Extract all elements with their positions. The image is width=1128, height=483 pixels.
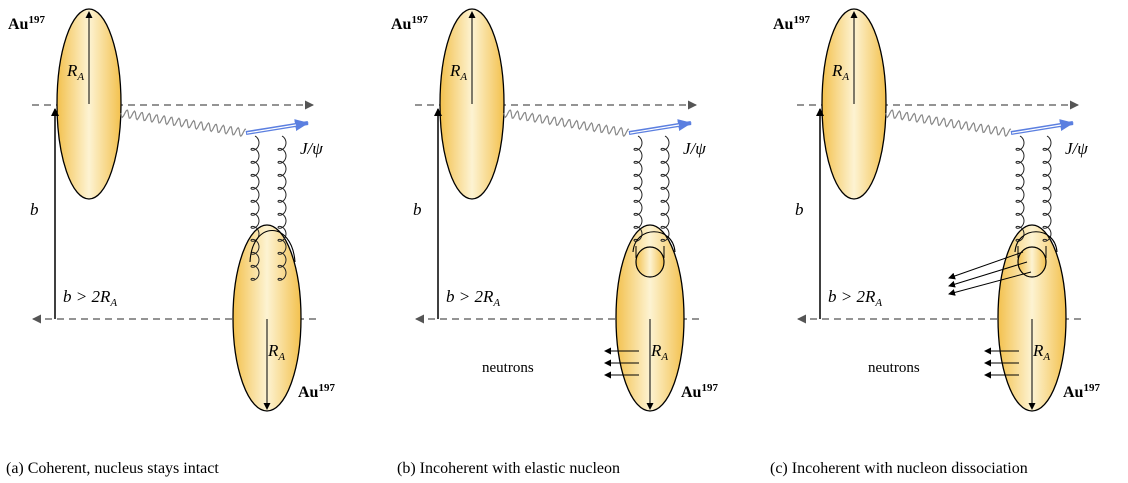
upper-nucleus-label: Au197 bbox=[773, 14, 810, 33]
dissociation-arrow-1 bbox=[948, 261, 1028, 288]
meson-label: J/ψ bbox=[1065, 139, 1088, 158]
gluon-loop bbox=[632, 231, 676, 253]
meson-label: J/ψ bbox=[683, 139, 706, 158]
photon-line bbox=[885, 109, 1012, 138]
panel-caption: (c) Incoherent with nucleon dissociation bbox=[770, 460, 1028, 477]
impact-parameter-label: b bbox=[795, 200, 804, 219]
upper-radius-label: RA bbox=[449, 61, 467, 83]
panel-caption: (b) Incoherent with elastic nucleon bbox=[397, 460, 620, 477]
dissociation-arrow-2 bbox=[948, 271, 1032, 296]
upper-nucleus-label: Au197 bbox=[8, 14, 45, 33]
neutrons-label: neutrons bbox=[868, 360, 920, 376]
meson-label: J/ψ bbox=[300, 139, 323, 158]
panel-caption: (a) Coherent, nucleus stays intact bbox=[6, 460, 219, 477]
lower-radius-label: RA bbox=[267, 341, 285, 363]
photon-line bbox=[503, 109, 630, 138]
lower-nucleus bbox=[615, 224, 685, 412]
impact-condition-label: b > 2RA bbox=[828, 287, 882, 309]
gluon-left bbox=[250, 135, 260, 281]
meson-arrow-inner bbox=[629, 124, 680, 134]
neutrons-label: neutrons bbox=[482, 360, 534, 376]
photon-line bbox=[120, 109, 247, 138]
lower-radius-label: RA bbox=[1032, 341, 1050, 363]
upper-radius-label: RA bbox=[831, 61, 849, 83]
lower-radius-label: RA bbox=[650, 341, 668, 363]
lower-nucleus-label: Au197 bbox=[1063, 382, 1100, 401]
meson-arrow-inner bbox=[1011, 124, 1062, 134]
impact-condition-label: b > 2RA bbox=[63, 287, 117, 309]
gluon-left bbox=[1015, 135, 1025, 242]
lower-nucleus bbox=[232, 224, 302, 412]
gluon-loop bbox=[249, 229, 296, 263]
meson-arrow-inner bbox=[246, 124, 297, 134]
impact-parameter-label: b bbox=[413, 200, 422, 219]
lower-nucleus-label: Au197 bbox=[298, 382, 335, 401]
struck-nucleon bbox=[1017, 246, 1047, 278]
gluon-right bbox=[660, 135, 670, 242]
gluon-loop bbox=[1014, 231, 1058, 253]
upper-radius-label: RA bbox=[66, 61, 84, 83]
gluon-right bbox=[1042, 135, 1052, 242]
lower-nucleus-label: Au197 bbox=[681, 382, 718, 401]
impact-condition-label: b > 2RA bbox=[446, 287, 500, 309]
gluon-right bbox=[277, 135, 287, 281]
gluon-left bbox=[633, 135, 643, 242]
struck-nucleon bbox=[635, 246, 665, 278]
upper-nucleus-label: Au197 bbox=[391, 14, 428, 33]
impact-parameter-label: b bbox=[30, 200, 39, 219]
lower-nucleus bbox=[997, 224, 1067, 412]
dissociation-arrow-0 bbox=[948, 251, 1024, 280]
